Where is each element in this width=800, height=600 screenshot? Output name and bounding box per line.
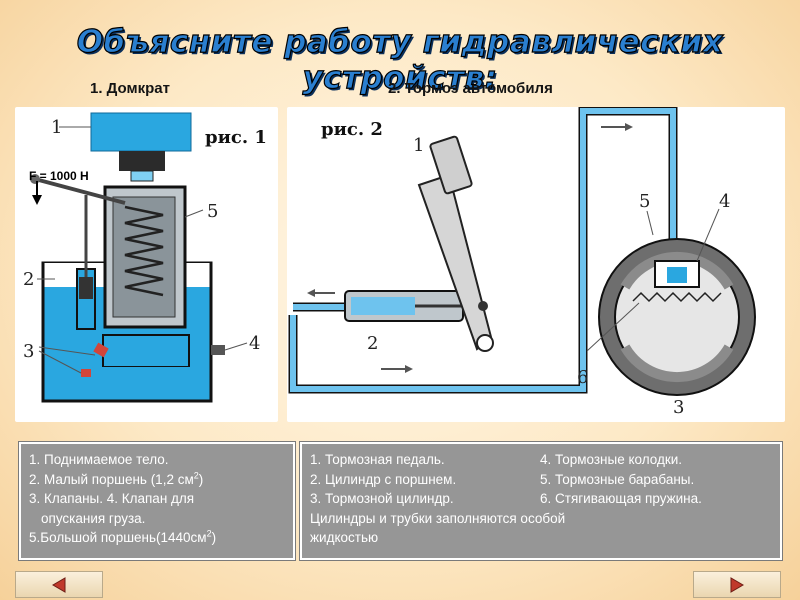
legend-brake-item: 1. Тормозная педаль. bbox=[310, 452, 445, 467]
brake-shoe bbox=[620, 251, 734, 290]
release-valve bbox=[211, 345, 225, 355]
legend-brake-item: 2. Цилиндр с поршнем. bbox=[310, 471, 457, 487]
legend-jack-item: 2. Малый поршень (1,2 см2) bbox=[29, 470, 204, 487]
piston-head bbox=[119, 151, 165, 171]
lifted-body bbox=[90, 112, 192, 152]
flow-arrow-icon bbox=[625, 123, 633, 131]
figure-1-caption: рис. 1 bbox=[205, 127, 267, 148]
legend-brake-row: 3. Тормозной цилиндр. 6. Стягивающая пруж… bbox=[310, 489, 772, 509]
flow-arrow-icon bbox=[307, 289, 315, 297]
brake-label-3: 3 bbox=[673, 397, 684, 418]
brake-shoe bbox=[620, 344, 734, 383]
figure-jack: 1 рис. 1 F = 1000 Н 5 2 3 4 bbox=[15, 107, 278, 422]
force-label: F = 1000 Н bbox=[29, 169, 89, 183]
legend-jack-item: 3. Клапаны. 4. Клапан для bbox=[29, 491, 195, 506]
valve bbox=[81, 369, 91, 377]
section-heading-jack: 1. Домкрат bbox=[90, 80, 170, 97]
brake-label-5: 5 bbox=[639, 191, 650, 212]
figure-2-caption: рис. 2 bbox=[321, 119, 383, 140]
brake-label-2: 2 bbox=[367, 333, 378, 354]
jack-label-2: 2 bbox=[23, 269, 34, 290]
brake-pedal bbox=[417, 173, 493, 351]
legend-jack-item: 1. Поднимаемое тело. bbox=[29, 452, 169, 467]
jack-label-1: 1 bbox=[51, 117, 62, 138]
flow-arrow-icon bbox=[405, 365, 413, 373]
brake-diagram: рис. 2 1 2 5 4 6 3 bbox=[288, 107, 756, 418]
legend-brake-item: 5. Тормозные барабаны. bbox=[540, 471, 695, 487]
jack-label-5: 5 bbox=[207, 201, 218, 222]
brake-label-4: 4 bbox=[719, 191, 730, 212]
figure-brake: рис. 2 1 2 5 4 6 3 bbox=[287, 107, 785, 422]
force-arrow-icon bbox=[32, 195, 42, 205]
spring bbox=[124, 205, 164, 297]
legend-jack: 1. Поднимаемое тело. 2. Малый поршень (1… bbox=[18, 441, 296, 561]
jack-diagram: 1 рис. 1 F = 1000 Н 5 2 3 4 bbox=[23, 112, 267, 403]
triangle-right-icon bbox=[730, 576, 744, 593]
legend-jack-item: 5.Большой поршень(1440см2) bbox=[29, 528, 217, 545]
legend-brake: 1. Тормозная педаль. 4. Тормозные колодки… bbox=[299, 441, 783, 561]
slide-title: Объясните работу гидравлических устройст… bbox=[76, 23, 724, 96]
legend-brake-row: 1. Тормозная педаль. 4. Тормозные колодки… bbox=[310, 450, 772, 470]
legend-brake-row: 2. Цилиндр с поршнем. 5. Тормозные бараба… bbox=[310, 470, 772, 490]
section-heading-brake: 2. Тормоз автомобиля bbox=[388, 80, 553, 97]
jack-label-3: 3 bbox=[23, 341, 34, 362]
legend-brake-item: 6. Стягивающая пружина. bbox=[540, 491, 702, 506]
legend-brake-note: Цилиндры и трубки заполняются особой bbox=[310, 510, 566, 526]
legend-brake-item: 3. Тормозной цилиндр. bbox=[310, 491, 454, 506]
lever bbox=[34, 177, 126, 205]
brake-label-1: 1 bbox=[413, 135, 424, 156]
return-spring bbox=[632, 291, 722, 303]
legend-jack-item: опускания груза. bbox=[41, 510, 146, 526]
valve bbox=[93, 342, 109, 358]
legend-brake-item: 4. Тормозные колодки. bbox=[540, 452, 683, 467]
prev-slide-button[interactable] bbox=[15, 571, 103, 598]
brake-label-6: 6 bbox=[577, 367, 588, 388]
legend-brake-note: жидкостью bbox=[310, 530, 379, 545]
triangle-left-icon bbox=[52, 576, 66, 593]
next-slide-button[interactable] bbox=[693, 571, 781, 598]
jack-label-4: 4 bbox=[249, 333, 260, 354]
